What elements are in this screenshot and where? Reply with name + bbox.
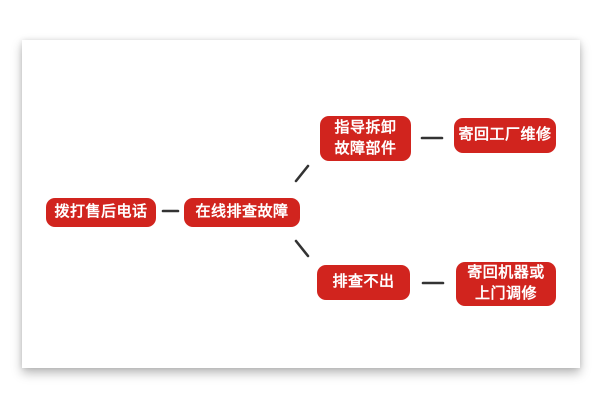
flow-node-online-troubleshoot: 在线排查故障 xyxy=(184,198,300,227)
flow-node-call-hotline: 拨打售后电话 xyxy=(46,198,156,227)
connector-troubleshoot-to-cannot-diagnose xyxy=(294,239,310,258)
node-label: 拨打售后电话 xyxy=(54,203,148,221)
node-label: 寄回工厂维修 xyxy=(458,126,552,144)
flow-node-return-machine-or-onsite: 寄回机器或 上门调修 xyxy=(456,262,556,306)
node-label: 在线排查故障 xyxy=(195,203,289,221)
flow-node-return-to-factory: 寄回工厂维修 xyxy=(454,118,556,153)
connector-troubleshoot-to-disassemble xyxy=(294,164,310,183)
flow-node-cannot-diagnose: 排查不出 xyxy=(317,265,410,300)
flow-node-guide-disassemble: 指导拆卸 故障部件 xyxy=(320,116,411,161)
node-label: 指导拆卸 故障部件 xyxy=(334,118,397,157)
flowchart-card: 拨打售后电话 在线排查故障 指导拆卸 故障部件 寄回工厂维修 排查不出 寄回机器… xyxy=(22,40,580,368)
node-label: 寄回机器或 上门调修 xyxy=(467,264,545,302)
node-label: 排查不出 xyxy=(332,273,395,291)
